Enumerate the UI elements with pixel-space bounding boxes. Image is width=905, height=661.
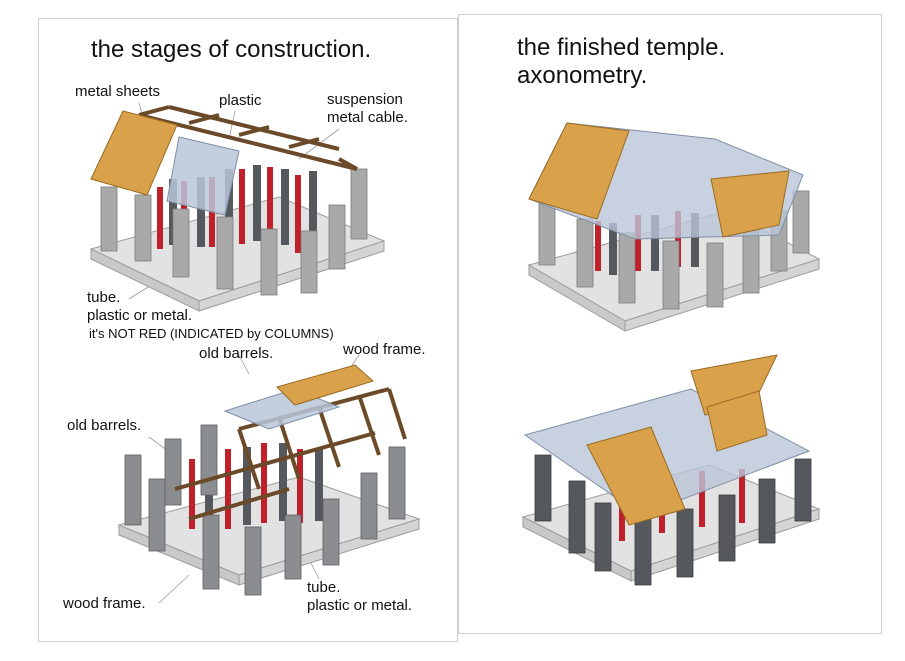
label-suspension-line2: metal cable. <box>327 109 408 126</box>
label-old-barrels-top: old barrels. <box>199 345 274 362</box>
label-tube-bottom-line2: plastic or metal. <box>307 597 413 614</box>
finished-temple-illustration <box>521 122 821 586</box>
label-tube-line1: tube. <box>87 289 121 306</box>
label-wood-frame-bottom: wood frame. <box>63 595 146 612</box>
construction-stage-1-illustration <box>89 102 421 604</box>
label-wood-frame-top: wood frame. <box>343 341 426 358</box>
construction-stages-panel: the stages of construction. metal sheets… <box>38 18 458 642</box>
label-plastic: plastic <box>219 92 262 109</box>
finished-temple-title-line2: axonometry. <box>517 62 648 89</box>
label-tube-line2: plastic or metal. <box>87 307 193 324</box>
label-not-red-note: it's NOT RED (INDICATED by COLUMNS) <box>89 326 334 341</box>
label-old-barrels-left: old barrels. <box>67 417 142 434</box>
label-suspension-line1: suspension <box>327 91 403 108</box>
construction-stages-title: the stages of construction. <box>91 36 372 63</box>
label-metal-sheets: metal sheets <box>75 83 161 100</box>
label-tube-bottom-line1: tube. <box>307 579 341 596</box>
finished-temple-title-line1: the finished temple. <box>517 34 726 61</box>
finished-temple-panel: the finished temple. axonometry. <box>458 14 882 634</box>
